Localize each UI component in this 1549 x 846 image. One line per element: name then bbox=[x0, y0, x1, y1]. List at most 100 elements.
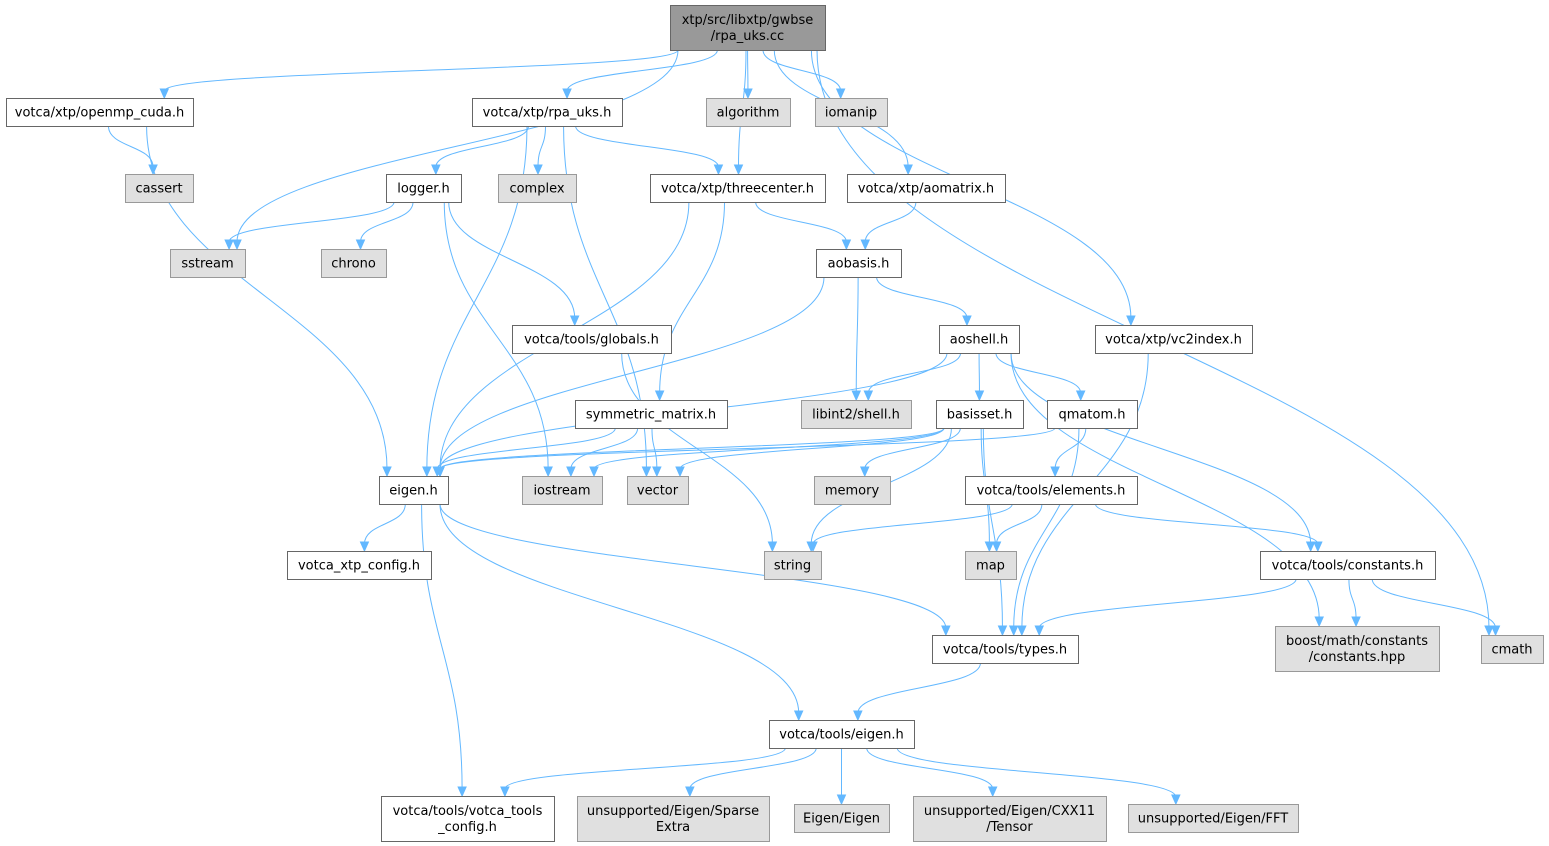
edge-constants-to-boostconst bbox=[1348, 578, 1361, 628]
arrowhead-icon bbox=[1171, 794, 1181, 806]
node-box bbox=[125, 174, 194, 203]
node-label: unsupported/Eigen/Sparse bbox=[587, 804, 759, 819]
edge-threecenter-to-aobasis bbox=[755, 201, 852, 251]
edge-aoshell-to-basisset bbox=[974, 352, 985, 402]
node-box bbox=[932, 635, 1079, 664]
node-label: cassert bbox=[135, 182, 182, 197]
arrowhead-icon bbox=[1126, 315, 1136, 327]
node-aobasis[interactable]: aobasis.h bbox=[816, 249, 902, 278]
node-label: chrono bbox=[331, 257, 376, 272]
edge-elements-to-map bbox=[991, 503, 1043, 553]
arrowhead-icon bbox=[457, 786, 467, 798]
node-box bbox=[627, 476, 689, 505]
edge-toolseigen-to-toolsconfig bbox=[500, 747, 786, 798]
node-aomatrix[interactable]: votca/xtp/aomatrix.h bbox=[847, 174, 1006, 203]
arrowhead-icon bbox=[987, 786, 998, 798]
edge-constants-to-types bbox=[1034, 578, 1297, 637]
node-rpa[interactable]: votca/xtp/rpa_uks.h bbox=[472, 98, 623, 127]
edge-line bbox=[228, 201, 395, 243]
edge-basisset-to-memory bbox=[859, 427, 961, 478]
node-box bbox=[321, 249, 387, 278]
edge-qmatom-to-eigenh bbox=[435, 427, 1056, 478]
edge-line bbox=[360, 201, 414, 243]
edge-line bbox=[1348, 578, 1357, 620]
edge-line bbox=[443, 201, 549, 470]
node-label: iomanip bbox=[825, 106, 877, 121]
node-label: sstream bbox=[181, 257, 233, 272]
edge-elements-to-constants bbox=[1094, 503, 1323, 553]
edge-logger-to-globals bbox=[448, 201, 580, 327]
node-fft: unsupported/Eigen/FFT bbox=[1128, 804, 1299, 833]
node-label: aoshell.h bbox=[950, 333, 1009, 348]
edge-rpa-to-logger bbox=[431, 125, 529, 176]
node-vc2index[interactable]: votca/xtp/vc2index.h bbox=[1095, 325, 1253, 354]
node-algorithm: algorithm bbox=[706, 98, 791, 127]
node-eigeneigen: Eigen/Eigen bbox=[794, 804, 890, 833]
node-eigenh[interactable]: eigen.h bbox=[379, 476, 449, 505]
edge-line bbox=[689, 747, 817, 790]
edge-toolseigen-to-tensor bbox=[866, 747, 998, 798]
node-label: vector bbox=[637, 484, 679, 499]
node-box bbox=[1047, 400, 1138, 429]
edge-qmatom-to-elements bbox=[1050, 427, 1087, 478]
edge-eigenh-to-types bbox=[439, 503, 951, 637]
arrowhead-icon bbox=[355, 239, 366, 251]
node-root[interactable]: xtp/src/libxtp/gwbse/rpa_uks.cc bbox=[670, 5, 826, 51]
edge-toolseigen-to-eigeneigen bbox=[836, 748, 847, 806]
edge-line bbox=[1038, 578, 1297, 629]
arrowhead-icon bbox=[224, 239, 234, 251]
edge-symmetric-to-iostream bbox=[566, 427, 639, 478]
node-openmp[interactable]: votca/xtp/openmp_cuda.h bbox=[6, 98, 194, 127]
node-label: votca/xtp/vc2index.h bbox=[1105, 333, 1242, 348]
node-label: votca/xtp/openmp_cuda.h bbox=[15, 106, 185, 121]
edge-line bbox=[537, 125, 546, 168]
node-box bbox=[170, 249, 246, 278]
node-qmatom[interactable]: qmatom.h bbox=[1047, 400, 1138, 429]
node-basisset[interactable]: basisset.h bbox=[936, 400, 1024, 429]
node-tensor: unsupported/Eigen/CXX11/Tensor bbox=[913, 796, 1107, 842]
node-box bbox=[670, 5, 826, 51]
node-toolsconfig[interactable]: votca/tools/votca_tools_config.h bbox=[381, 796, 555, 842]
node-elements[interactable]: votca/tools/elements.h bbox=[965, 476, 1138, 505]
edge-line bbox=[857, 662, 981, 714]
arrowhead-icon bbox=[733, 164, 744, 176]
node-label: /Tensor bbox=[986, 820, 1033, 835]
arrowhead-icon bbox=[941, 625, 951, 637]
node-types[interactable]: votca/tools/types.h bbox=[932, 635, 1079, 664]
node-box bbox=[1481, 635, 1544, 664]
node-xtpconfig[interactable]: votca_xtp_config.h bbox=[287, 551, 432, 580]
node-box bbox=[6, 98, 194, 127]
edge-line bbox=[812, 503, 1013, 545]
edge-symmetric-to-vector bbox=[651, 427, 662, 478]
edge-line bbox=[421, 503, 463, 790]
node-symmetric[interactable]: symmetric_matrix.h bbox=[575, 400, 728, 429]
node-iostream: iostream bbox=[522, 476, 603, 505]
arrowhead-icon bbox=[652, 466, 662, 478]
node-logger[interactable]: logger.h bbox=[386, 174, 462, 203]
edge-line bbox=[363, 503, 406, 545]
edge-line bbox=[679, 427, 945, 470]
node-cmath: cmath bbox=[1481, 635, 1544, 664]
edge-line bbox=[236, 49, 679, 243]
arrowhead-icon bbox=[1050, 466, 1060, 478]
node-label: algorithm bbox=[717, 106, 780, 121]
node-aoshell[interactable]: aoshell.h bbox=[939, 325, 1020, 354]
node-toolseigen[interactable]: votca/tools/eigen.h bbox=[769, 720, 915, 749]
node-label: string bbox=[774, 559, 811, 574]
edge-root-to-sstream bbox=[232, 49, 679, 251]
arrowhead-icon bbox=[903, 164, 913, 176]
node-globals[interactable]: votca/tools/globals.h bbox=[512, 325, 672, 354]
arrowhead-icon bbox=[1313, 541, 1323, 553]
node-threecenter[interactable]: votca/xtp/threecenter.h bbox=[650, 174, 826, 203]
node-constants[interactable]: votca/tools/constants.h bbox=[1260, 551, 1436, 580]
edge-line bbox=[864, 201, 917, 243]
arrowhead-icon bbox=[569, 315, 580, 327]
node-box bbox=[965, 476, 1138, 505]
edge-eigenh-to-xtpconfig bbox=[359, 503, 406, 553]
edge-line bbox=[107, 125, 154, 168]
node-sstream: sstream bbox=[170, 249, 246, 278]
node-boostconst: boost/math/constants/constants.hpp bbox=[1275, 626, 1440, 672]
node-chrono: chrono bbox=[321, 249, 387, 278]
node-label: Eigen/Eigen bbox=[803, 812, 880, 827]
edge-line bbox=[163, 49, 679, 92]
